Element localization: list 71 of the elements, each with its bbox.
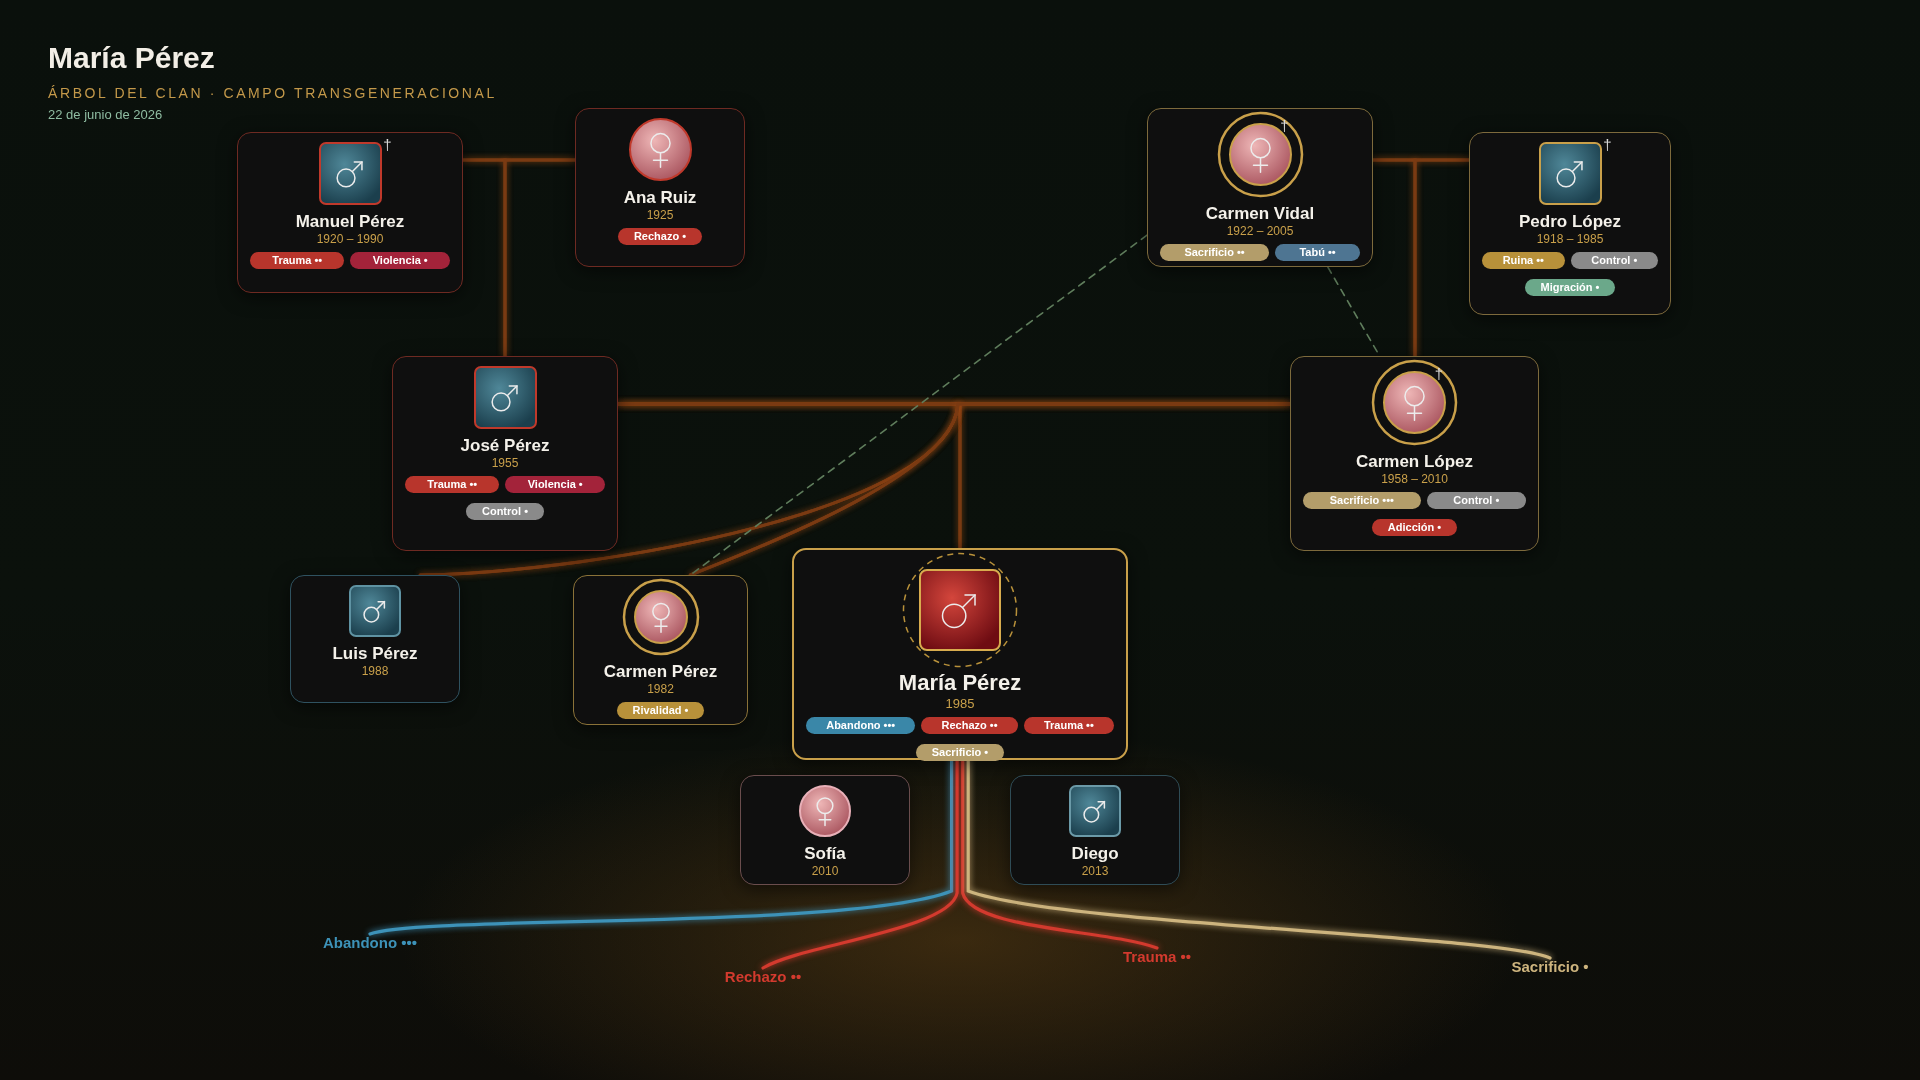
- root-label: Abandono •••: [322, 934, 418, 952]
- root-line: [368, 758, 954, 936]
- person-card: [575, 108, 745, 267]
- person-card: [1147, 108, 1373, 267]
- person-card: [290, 575, 460, 703]
- deceased-mark: †: [1280, 118, 1289, 134]
- life-years: 1985: [945, 696, 975, 712]
- person-name: Carmen López: [1355, 451, 1474, 472]
- person-name: Pedro López: [1519, 211, 1621, 232]
- trait-tag: Trauma ••: [250, 252, 345, 269]
- date-text: 22 de junio de 2026: [48, 107, 163, 123]
- family-line: [688, 402, 1292, 577]
- subtitle: ÁRBOL DEL CLAN · CAMPO TRANSGENERACIONAL: [48, 84, 497, 102]
- root-line: [961, 758, 1159, 950]
- person-card: [740, 775, 910, 885]
- person-card: [1469, 132, 1671, 315]
- person-card: [237, 132, 463, 293]
- life-years: 2010: [811, 864, 839, 879]
- person-name: Carmen Pérez: [603, 661, 718, 682]
- trait-tag: Trauma ••: [1023, 717, 1114, 734]
- life-years: 1920 – 1990: [316, 232, 384, 247]
- person-name: Ana Ruiz: [623, 187, 697, 208]
- root-label: Trauma ••: [1123, 948, 1191, 966]
- trait-tag: Sacrificio ••: [1160, 244, 1270, 261]
- deceased-mark: †: [383, 137, 392, 153]
- person-card: [392, 356, 618, 551]
- person-card: [573, 575, 748, 725]
- deceased-mark: †: [1603, 137, 1612, 153]
- life-years: 1982: [647, 682, 674, 697]
- person-card: [1010, 775, 1180, 885]
- trait-tag: Control •: [1570, 252, 1658, 269]
- root-label: Rechazo ••: [724, 968, 802, 986]
- trait-tag: Rechazo ••: [921, 717, 1018, 734]
- person-card: [1290, 356, 1539, 551]
- family-line: [1413, 158, 1471, 358]
- life-years: 1955: [491, 456, 519, 471]
- trait-tag: Sacrificio •: [915, 744, 1005, 761]
- root-label: Sacrificio •: [1511, 958, 1589, 976]
- dashed-link-line: [689, 234, 1148, 576]
- person-name: Sofía: [804, 843, 846, 864]
- trait-tag: Control •: [1426, 492, 1526, 509]
- person-name: Carmen Vidal: [1205, 203, 1315, 224]
- life-years: 1922 – 2005: [1226, 224, 1294, 239]
- life-years: 1958 – 2010: [1381, 472, 1448, 487]
- trait-tag: Migración •: [1524, 279, 1616, 296]
- life-years: 1925: [646, 208, 674, 223]
- trait-tag: Sacrificio •••: [1303, 492, 1421, 509]
- person-card: [792, 548, 1128, 760]
- trait-tag: Violencia •: [350, 252, 450, 269]
- trait-tag: Rivalidad •: [616, 702, 705, 719]
- root-line: [761, 758, 959, 970]
- life-years: 1918 – 1985: [1536, 232, 1604, 247]
- person-name: Manuel Pérez: [295, 211, 405, 232]
- trait-tag: Rechazo •: [617, 228, 703, 245]
- trait-tag: Control •: [466, 503, 544, 520]
- person-name: José Pérez: [460, 435, 550, 456]
- person-name: Luis Pérez: [332, 643, 418, 664]
- trait-tag: Trauma ••: [405, 476, 500, 493]
- root-line: [966, 758, 1552, 960]
- page-title: María Pérez: [48, 40, 215, 76]
- life-years: 2013: [1081, 864, 1109, 879]
- trait-tag: Tabú ••: [1275, 244, 1360, 261]
- person-name: María Pérez: [898, 670, 1022, 696]
- person-name: Diego: [1071, 843, 1119, 864]
- deceased-mark: †: [1434, 366, 1443, 382]
- trait-tag: Adicción •: [1371, 519, 1458, 536]
- family-line: [503, 158, 577, 358]
- life-years: 1988: [361, 664, 389, 679]
- trait-tag: Ruina ••: [1482, 252, 1565, 269]
- trait-tag: Abandono •••: [806, 717, 916, 734]
- trait-tag: Violencia •: [505, 476, 605, 493]
